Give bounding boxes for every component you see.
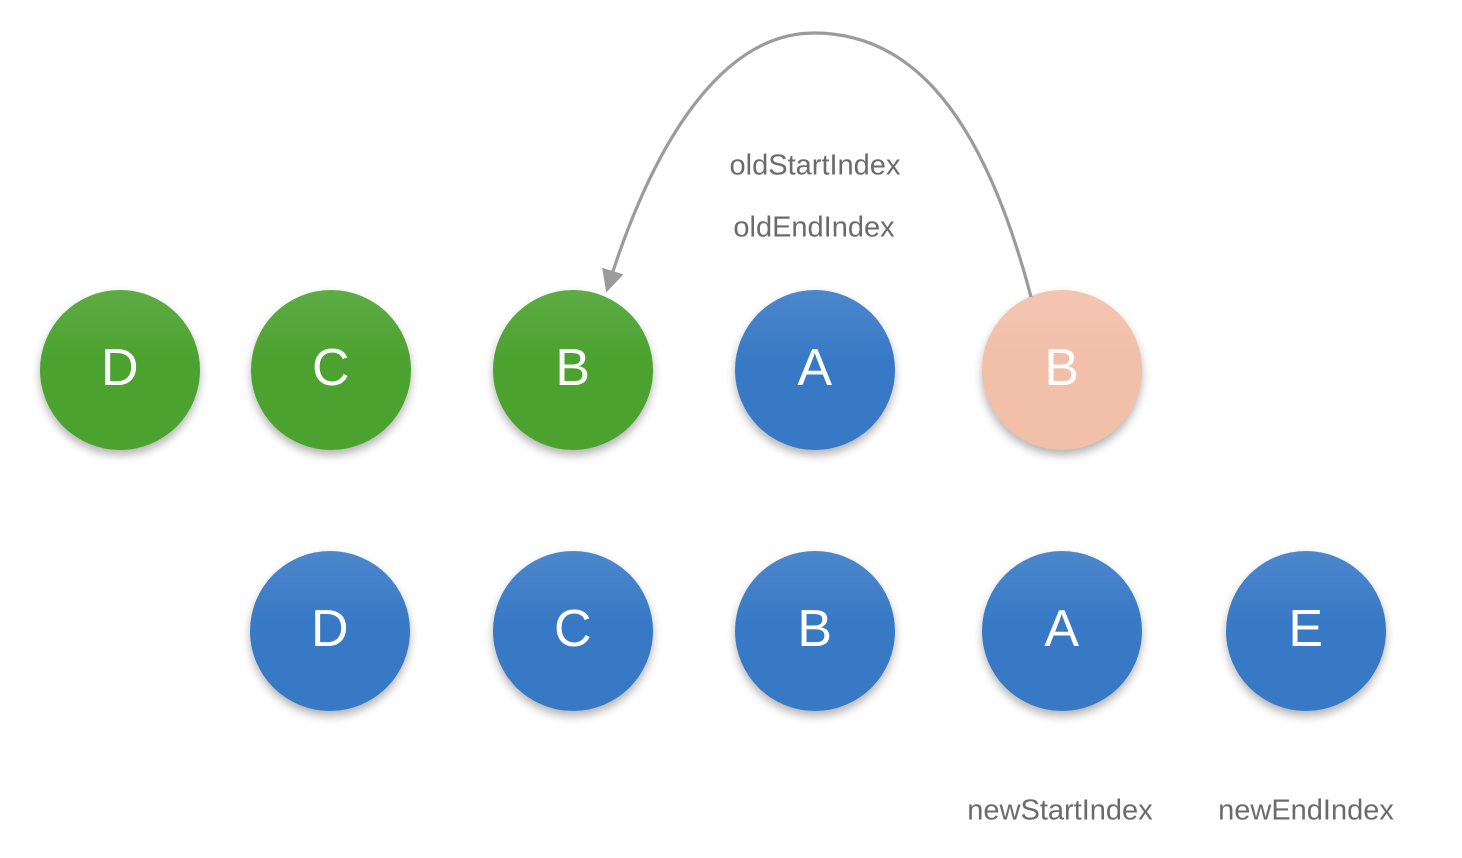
old-node-b-letter: B — [555, 339, 591, 397]
old-node-a-letter: A — [797, 339, 833, 397]
new-start-index-label: newStartIndex — [967, 794, 1153, 827]
new-node-a-letter: A — [1044, 600, 1080, 658]
new-node-a: A — [982, 551, 1142, 711]
new-node-b: B — [735, 551, 895, 711]
new-end-index-label: newEndIndex — [1218, 794, 1394, 827]
new-node-e-letter: E — [1288, 600, 1324, 658]
old-node-c-letter: C — [311, 339, 351, 397]
old-start-index-label: oldStartIndex — [729, 149, 901, 182]
old-node-a: A — [735, 290, 895, 450]
old-node-d-letter: D — [100, 339, 140, 397]
old-node-b-moved-letter: B — [1044, 339, 1080, 397]
new-node-b-letter: B — [797, 600, 833, 658]
old-node-c: C — [251, 290, 411, 450]
new-node-d: D — [250, 551, 410, 711]
old-end-index-label: oldEndIndex — [733, 211, 895, 244]
old-node-b: B — [493, 290, 653, 450]
new-node-c: C — [493, 551, 653, 711]
new-node-e: E — [1226, 551, 1386, 711]
new-node-d-letter: D — [310, 600, 350, 658]
old-node-d: D — [40, 290, 200, 450]
new-node-c-letter: C — [553, 600, 593, 658]
old-node-b-moved: B — [982, 290, 1142, 450]
